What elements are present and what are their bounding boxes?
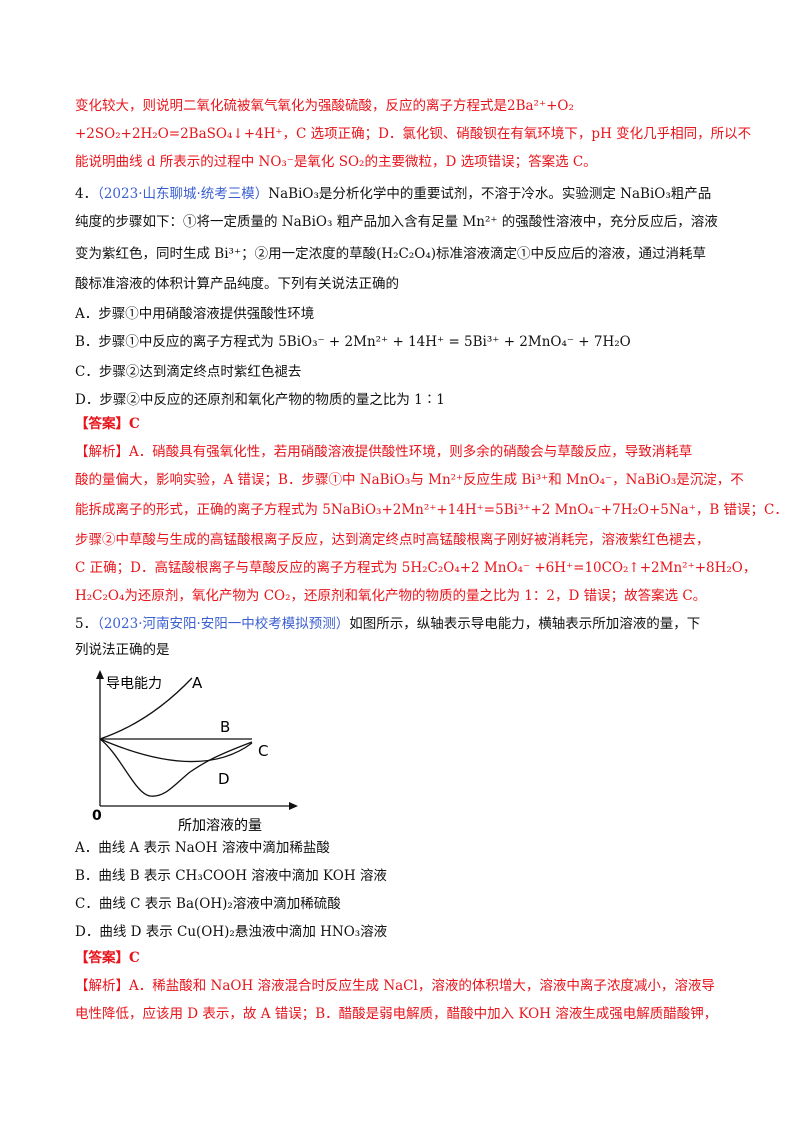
- q4-answer: 【答案】C: [75, 416, 140, 432]
- q4-source-link[interactable]: （2023·山东聊城·统考三模）: [97, 186, 269, 202]
- q5-option-c: C．曲线 C 表示 Ba(OH)₂溶液中滴加稀硫酸: [75, 896, 341, 912]
- curve-label-d: D: [218, 770, 230, 788]
- q4-option-b: B．步骤①中反应的离子方程式为 5BiO₃⁻ + 2Mn²⁺ + 14H⁺ = …: [75, 334, 631, 350]
- curve-label-a: A: [192, 674, 203, 692]
- x-axis-label: 所加溶液的量: [178, 818, 262, 832]
- curve-a: [99, 677, 193, 740]
- q4-stem-line: 变为紫红色，同时生成 Bi³⁺；②用一定浓度的草酸(H₂C₂O₄)标准溶液滴定①…: [75, 246, 707, 262]
- q4-stem-line: 酸标准溶液的体积计算产品纯度。下列有关说法正确的: [75, 276, 399, 292]
- q4-option-d: D．步骤②中反应的还原剂和氧化产物的物质的量之比为 1∶1: [75, 392, 445, 408]
- curve-c: [99, 738, 253, 763]
- q5-option-a: A．曲线 A 表示 NaOH 溶液中滴加稀盐酸: [75, 840, 330, 856]
- q5-option-d: D．曲线 D 表示 Cu(OH)₂悬浊液中滴加 HNO₃溶液: [75, 924, 388, 940]
- explanation-line: +2SO₂+2H₂O=2BaSO₄↓+4H⁺，C 选项正确；D．氯化钡、硝酸钡在…: [75, 126, 752, 142]
- q5-first-line: 5．（2023·河南安阳·安阳一中校考模拟预测）如图所示，纵轴表示导电能力，横轴…: [75, 614, 700, 634]
- x-axis-arrow: [289, 802, 298, 810]
- origin-label: 0: [92, 808, 102, 824]
- conductivity-graph: 导电能力 所加溶液的量 0 A B C D: [92, 670, 298, 832]
- q4-analysis-line: 能拆成离子的形式，正确的离子方程式为 5NaBiO₃+2Mn²⁺+14H⁺=5B…: [75, 502, 788, 518]
- y-axis-label: 导电能力: [106, 676, 162, 692]
- q5-stem-line: 如图所示，纵轴表示导电能力，横轴表示所加溶液的量，下: [349, 616, 701, 632]
- curve-label-b: B: [220, 718, 230, 736]
- q5-answer: 【答案】C: [75, 950, 140, 966]
- explanation-line: 变化较大，则说明二氧化硫被氧气氧化为强酸硫酸，反应的离子方程式是2Ba²⁺+O₂: [75, 98, 574, 114]
- q4-stem-line: 纯度的步骤如下：①将一定质量的 NaBiO₃ 粗产品加入含有足量 Mn²⁺ 的强…: [75, 214, 718, 230]
- q4-analysis-line: C 正确；D．高锰酸根离子与草酸反应的离子方程式为 5H₂C₂O₄+2 MnO₄…: [75, 560, 757, 576]
- q4-analysis-line: 步骤②中草酸与生成的高锰酸根离子反应，达到滴定终点时高锰酸根离子刚好被消耗完，溶…: [75, 532, 710, 548]
- q4-analysis-line: 【解析】A．硝酸具有强氧化性，若用硝酸溶液提供酸性环境，则多余的硝酸会与草酸反应…: [75, 444, 693, 460]
- q4-number: 4．: [75, 186, 98, 202]
- q5-option-b: B．曲线 B 表示 CH₃COOH 溶液中滴加 KOH 溶液: [75, 868, 387, 884]
- q4-analysis-line: H₂C₂O₄为还原剂，氧化产物为 CO₂，还原剂和氧化产物的物质的量之比为 1：…: [75, 588, 707, 604]
- q5-source-link[interactable]: （2023·河南安阳·安阳一中校考模拟预测）: [97, 616, 350, 632]
- q4-first-line: 4．（2023·山东聊城·统考三模）NaBiO₃是分析化学中的重要试剂，不溶于冷…: [75, 184, 711, 204]
- y-axis-arrow: [96, 670, 104, 679]
- curve-label-c: C: [258, 742, 268, 760]
- q4-option-c: C．步骤②达到滴定终点时紫红色褪去: [75, 364, 302, 380]
- q5-stem-line: 列说法正确的是: [75, 642, 170, 658]
- curve-d: [99, 738, 253, 797]
- explanation-line: 能说明曲线 d 所表示的过程中 NO₃⁻是氧化 SO₂的主要微粒，D 选项错误；…: [75, 154, 597, 170]
- q4-analysis-line: 酸的量偏大，影响实验，A 错误；B．步骤①中 NaBiO₃与 Mn²⁺反应生成 …: [75, 472, 744, 488]
- q4-stem-line: NaBiO₃是分析化学中的重要试剂，不溶于冷水。实验测定 NaBiO₃粗产品: [268, 186, 712, 202]
- q5-analysis-line: 【解析】A．稀盐酸和 NaOH 溶液混合时反应生成 NaCl，溶液的体积增大，溶…: [75, 978, 715, 994]
- q4-option-a: A．步骤①中用硝酸溶液提供强酸性环境: [75, 306, 315, 322]
- q5-number: 5．: [75, 616, 98, 632]
- q5-analysis-line: 电性降低，应该用 D 表示，故 A 错误；B．醋酸是弱电解质，醋酸中加入 KOH…: [75, 1006, 718, 1022]
